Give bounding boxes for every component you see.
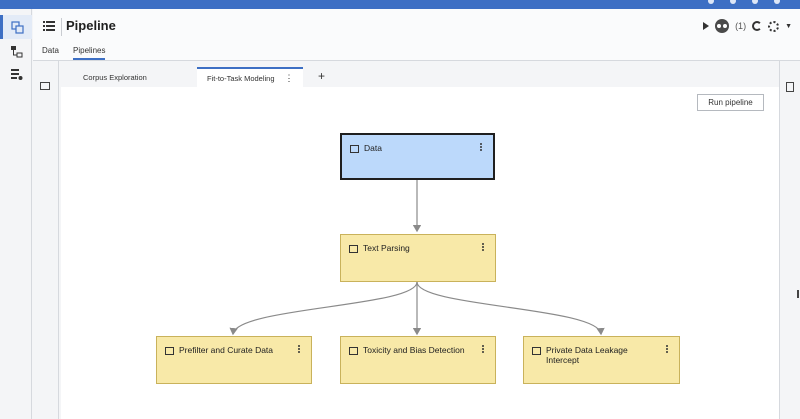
nav-projects-icon[interactable] <box>0 15 32 39</box>
edge-text-parsing-to-prefilter <box>229 281 418 336</box>
properties-icon[interactable] <box>786 82 794 92</box>
user-icon[interactable] <box>774 0 780 4</box>
left-nav <box>0 9 32 419</box>
list-icon[interactable] <box>43 21 55 31</box>
node-label: Prefilter and Curate Data <box>179 345 274 355</box>
collaborator-count: (1) <box>735 21 747 31</box>
notifications-icon[interactable] <box>752 0 758 4</box>
top-app-bar <box>0 0 800 13</box>
help-icon[interactable] <box>730 0 736 4</box>
view-tabs: Data Pipelines <box>33 43 800 61</box>
node-text-parsing[interactable]: Text Parsing <box>340 234 496 282</box>
node-data[interactable]: Data <box>340 133 495 180</box>
nav-table-settings-icon[interactable] <box>0 62 32 86</box>
resize-handle[interactable] <box>797 290 799 298</box>
node-menu-icon[interactable] <box>666 344 669 354</box>
collaborators-icon[interactable] <box>715 19 730 33</box>
node-menu-icon[interactable] <box>298 344 301 354</box>
pipeline-edges <box>229 179 605 336</box>
tab-pipelines[interactable]: Pipelines <box>73 46 106 60</box>
tab-menu-icon[interactable]: ⋮ <box>284 72 294 83</box>
edge-text-parsing-to-private <box>416 281 605 336</box>
text-parsing-icon <box>349 245 358 253</box>
shield-icon <box>532 347 541 355</box>
page-title: Pipeline <box>66 18 116 33</box>
run-pipeline-button[interactable]: Run pipeline <box>697 94 764 111</box>
pipeline-tabs: Corpus Exploration Fit-to-Task Modeling ⋮… <box>60 67 779 87</box>
node-label: Text Parsing <box>363 243 410 253</box>
node-menu-icon[interactable] <box>482 344 485 354</box>
header-separator <box>61 18 62 36</box>
node-label: Data <box>364 143 382 153</box>
node-menu-icon[interactable] <box>482 242 485 252</box>
app-grid-icon[interactable] <box>6 0 16 13</box>
node-menu-icon[interactable] <box>480 142 483 152</box>
tab-label: Corpus Exploration <box>83 72 147 82</box>
node-label: Private Data Leakage Intercept <box>546 345 628 365</box>
tab-data[interactable]: Data <box>42 46 59 55</box>
chevron-down-icon[interactable]: ▼ <box>785 22 792 30</box>
run-icon[interactable] <box>703 22 710 30</box>
node-private-leakage[interactable]: Private Data Leakage Intercept <box>523 336 680 384</box>
right-panel-strip <box>779 61 800 419</box>
left-panel-strip <box>33 61 59 419</box>
tab-label: Fit-to-Task Modeling <box>207 73 275 83</box>
node-prefilter-curate[interactable]: Prefilter and Curate Data <box>156 336 312 384</box>
nav-pipelines-icon[interactable] <box>0 39 32 63</box>
detect-icon <box>349 347 358 355</box>
table-icon <box>350 145 359 153</box>
refresh-icon[interactable] <box>752 21 763 31</box>
node-toxicity-bias[interactable]: Toxicity and Bias Detection <box>340 336 496 384</box>
node-label: Toxicity and Bias Detection <box>363 345 465 355</box>
panel-toggle-icon[interactable] <box>40 82 50 90</box>
add-tab-icon[interactable]: + <box>318 69 326 83</box>
tab-fit-to-task-modeling[interactable]: Fit-to-Task Modeling ⋮ <box>197 67 303 87</box>
gear-icon[interactable] <box>768 20 780 32</box>
page-header: Pipeline (1) ▼ <box>33 9 800 43</box>
tab-corpus-exploration[interactable]: Corpus Exploration <box>73 67 157 87</box>
search-icon[interactable] <box>708 0 714 4</box>
pipeline-canvas[interactable]: Run pipeline Data Text Parsing Prefilter… <box>61 87 779 419</box>
filter-icon <box>165 347 174 355</box>
